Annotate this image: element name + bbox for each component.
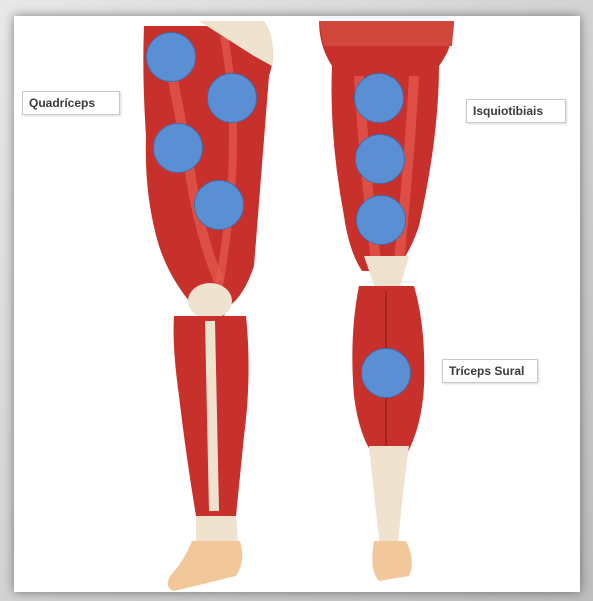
- label-isquiotibiais: Isquiotibiais: [466, 99, 566, 123]
- triceps-sural-marker: [361, 348, 411, 398]
- label-triceps-sural: Tríceps Sural: [442, 359, 538, 383]
- isquiotibiais-marker-2: [355, 134, 405, 184]
- isquiotibiais-marker-1: [354, 73, 404, 123]
- quadriceps-marker-3: [153, 123, 203, 173]
- isquiotibiais-marker-3: [356, 195, 406, 245]
- quadriceps-marker-2: [207, 73, 257, 123]
- label-quadriceps: Quadríceps: [22, 91, 120, 115]
- quadriceps-marker-4: [194, 180, 244, 230]
- document-sheet: Quadríceps Isquiotibiais Tríceps Sural: [14, 16, 580, 592]
- quadriceps-marker-1: [146, 32, 196, 82]
